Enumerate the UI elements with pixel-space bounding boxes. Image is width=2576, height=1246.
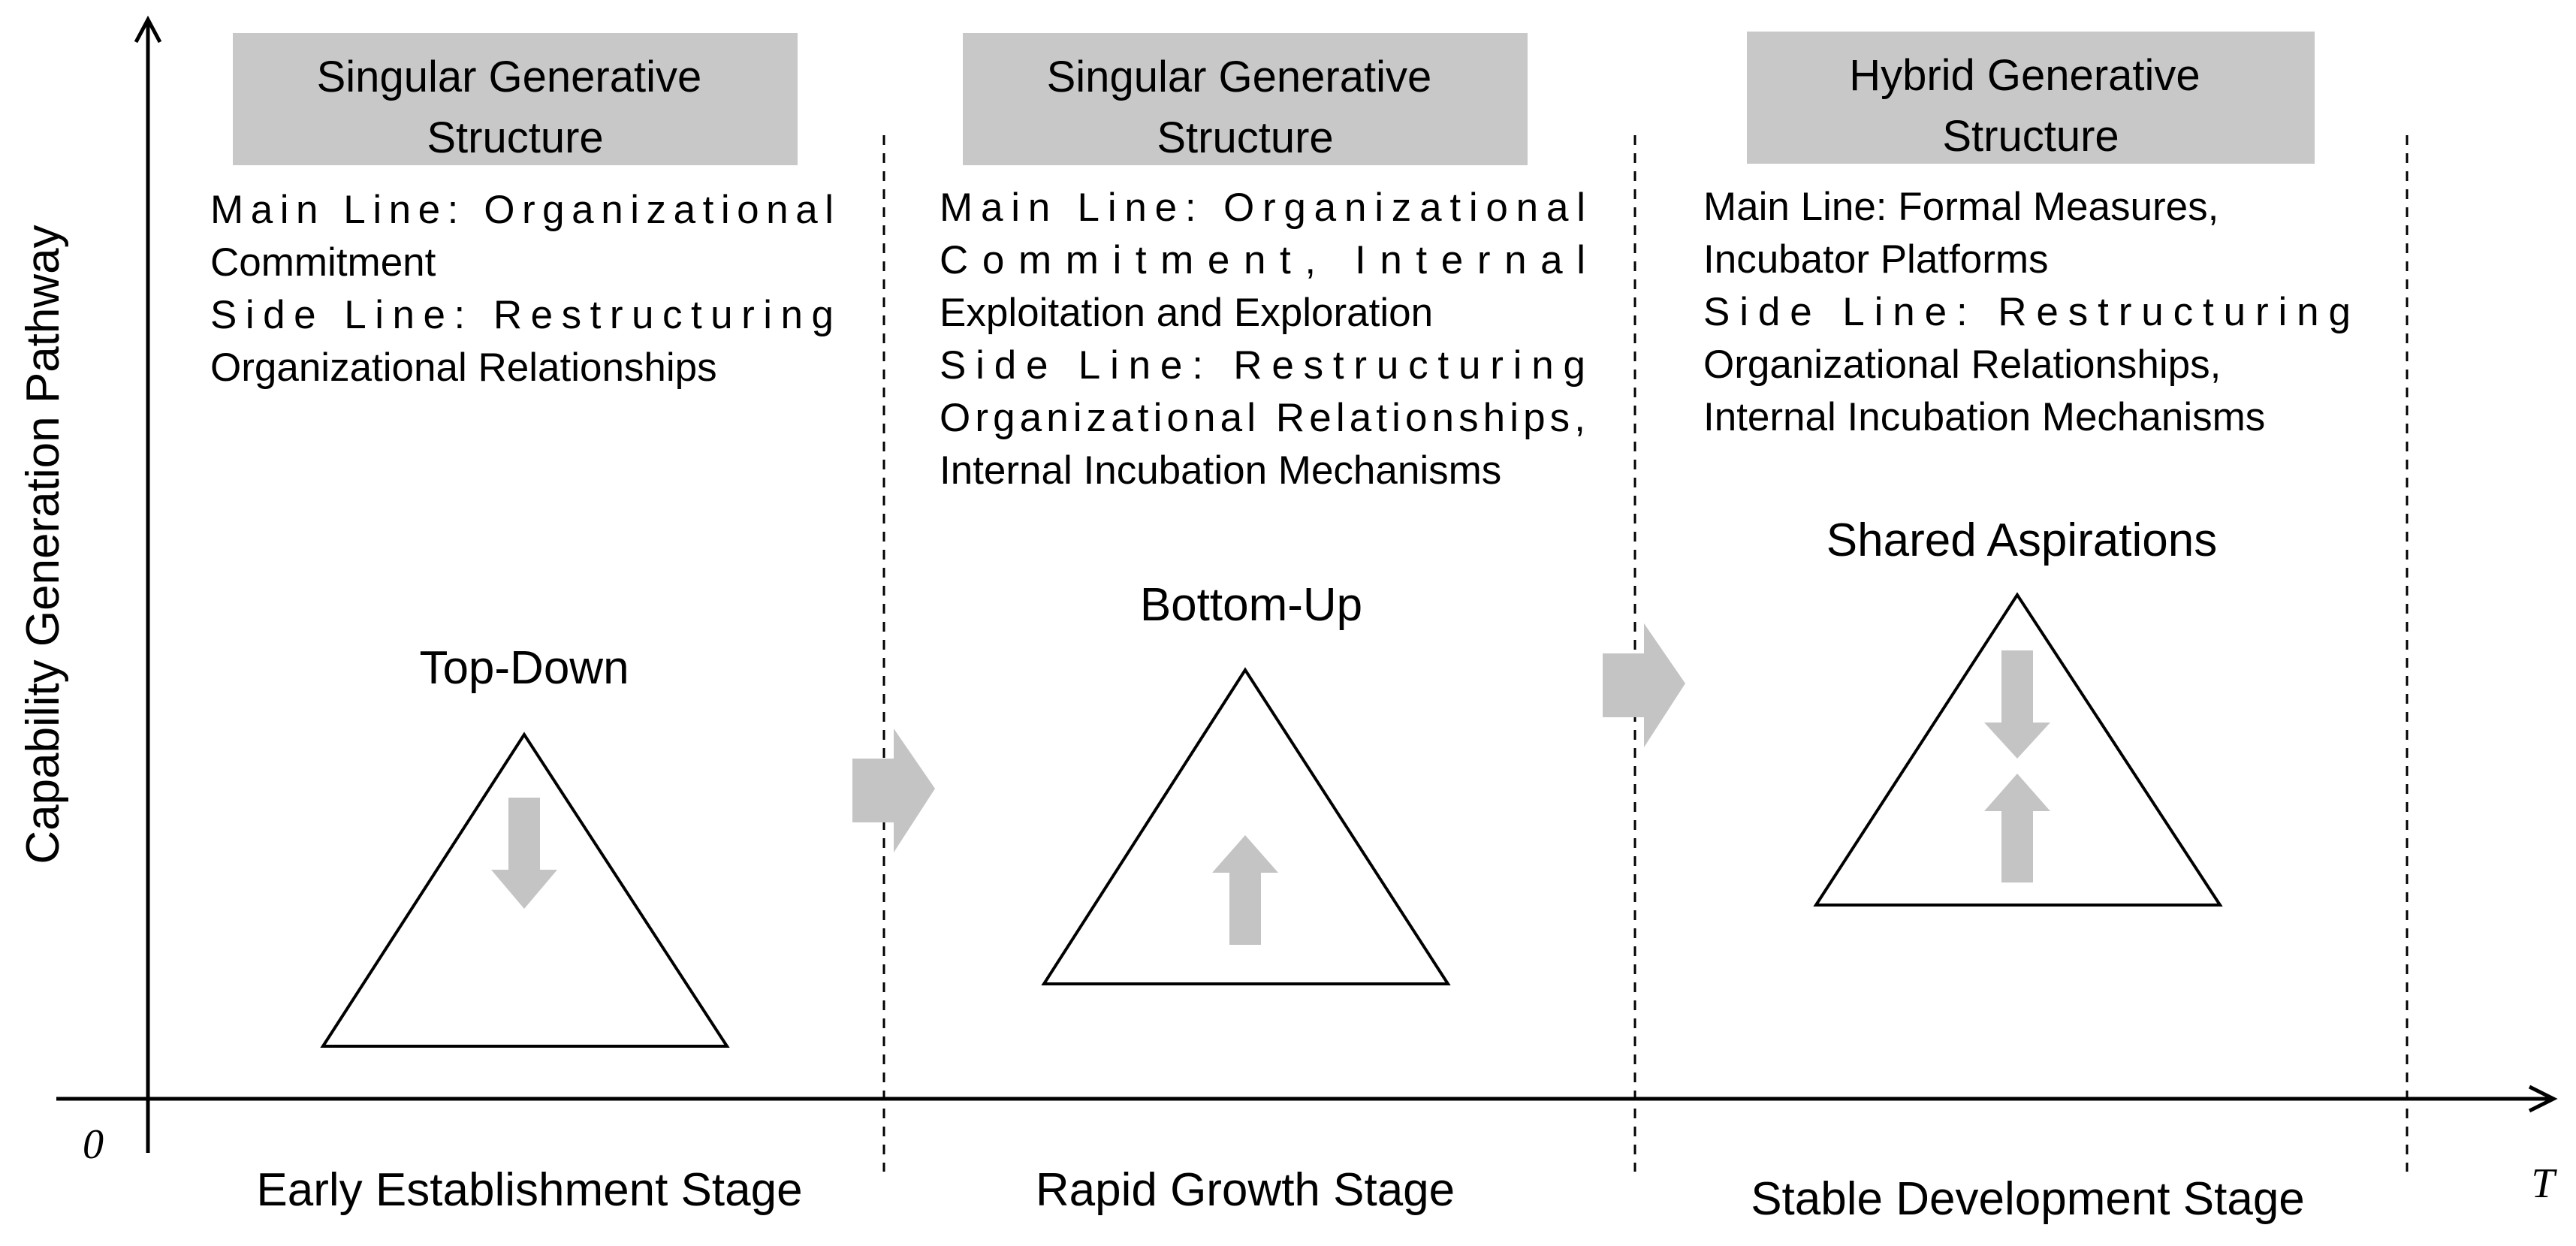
stage-2-apex-label: Bottom-Up — [1140, 579, 1362, 631]
stage-2-triangle — [1041, 667, 1451, 985]
stage-1-triangle — [320, 732, 730, 1048]
stage-1-desc-line-4: Organizational Relationships — [210, 345, 717, 390]
stage-stable: Hybrid Generative Structure Main Line: F… — [1703, 32, 2372, 1225]
stage-3-desc-line-3: Side Line: Restructuring — [1703, 290, 2351, 334]
axes: Capability Generation Pathway 0 T — [17, 15, 2558, 1207]
origin-label: 0 — [83, 1121, 104, 1168]
y-axis-title: Capability Generation Pathway — [17, 225, 69, 864]
stage-2-label: Rapid Growth Stage — [1036, 1164, 1455, 1216]
stage-1-desc-line-2: Commitment — [210, 240, 436, 285]
stage-3-down-arrow — [1984, 650, 2050, 759]
time-axis-label: T — [2531, 1160, 2557, 1207]
stage-2-desc-line-4: Side Line: Restructuring — [940, 343, 1585, 388]
transition-arrow-2 — [1603, 623, 1685, 747]
y-axis-arrowhead — [134, 15, 162, 44]
stage-1-label: Early Establishment Stage — [256, 1164, 802, 1216]
stage-2-up-arrow — [1212, 835, 1278, 945]
stage-3-desc-line-2: Incubator Platforms — [1703, 237, 2049, 282]
transition-arrow-1 — [852, 729, 935, 852]
stage-2-desc-line-1: Main Line: Organizational — [940, 186, 1585, 230]
stage-1-header-box — [233, 33, 798, 165]
stage-rapid: Singular Generative Structure Main Line:… — [940, 33, 1610, 1216]
stage-2-header-box — [963, 33, 1528, 165]
x-axis-arrowhead — [2528, 1085, 2558, 1113]
stage-2-header-line-2: Structure — [1157, 113, 1333, 162]
stage-1-header-line-1: Singular Generative — [317, 53, 702, 101]
stage-1-down-arrow — [491, 798, 557, 909]
stage-3-desc-line-4: Organizational Relationships, — [1703, 342, 2221, 387]
transition-arrows — [852, 623, 1685, 852]
stage-1-description: Main Line: Organizational Commitment Sid… — [210, 188, 853, 390]
stage-1-header-line-2: Structure — [427, 113, 603, 162]
stage-3-header-line-2: Structure — [1942, 112, 2119, 161]
stage-1-desc-line-1: Main Line: Organizational — [210, 188, 834, 232]
stage-2-header: Singular Generative Structure — [1047, 53, 1444, 162]
stage-3-header: Hybrid Generative Structure — [1849, 51, 2213, 161]
stage-3-desc-line-1: Main Line: Formal Measures, — [1703, 185, 2219, 229]
stage-3-description: Main Line: Formal Measures, Incubator Pl… — [1703, 185, 2372, 439]
stage-2-desc-line-3: Exploitation and Exploration — [940, 291, 1433, 335]
stage-3-header-line-1: Hybrid Generative — [1849, 51, 2200, 100]
stage-1-apex-label: Top-Down — [419, 642, 629, 694]
stage-3-header-box — [1747, 32, 2315, 164]
stage-2-desc-line-6: Internal Incubation Mechanisms — [940, 448, 1501, 493]
stage-2-header-line-1: Singular Generative — [1047, 53, 1432, 101]
stage-3-apex-label: Shared Aspirations — [1826, 514, 2217, 566]
stage-early: Singular Generative Structure Main Line:… — [210, 33, 853, 1216]
stage-3-triangle — [1813, 592, 2223, 907]
stage-1-header: Singular Generative Structure — [317, 53, 714, 162]
stage-3-label: Stable Development Stage — [1751, 1173, 2305, 1225]
stage-2-desc-line-5: Organizational Relationships, — [940, 396, 1585, 440]
stage-3-up-arrow — [1984, 774, 2050, 882]
stage-2-description: Main Line: Organizational Commitment, In… — [940, 186, 1610, 493]
stage-3-desc-line-5: Internal Incubation Mechanisms — [1703, 395, 2265, 439]
stage-1-desc-line-3: Side Line: Restructuring — [210, 293, 834, 337]
stage-2-desc-line-2: Commitment, Internal — [940, 238, 1585, 282]
